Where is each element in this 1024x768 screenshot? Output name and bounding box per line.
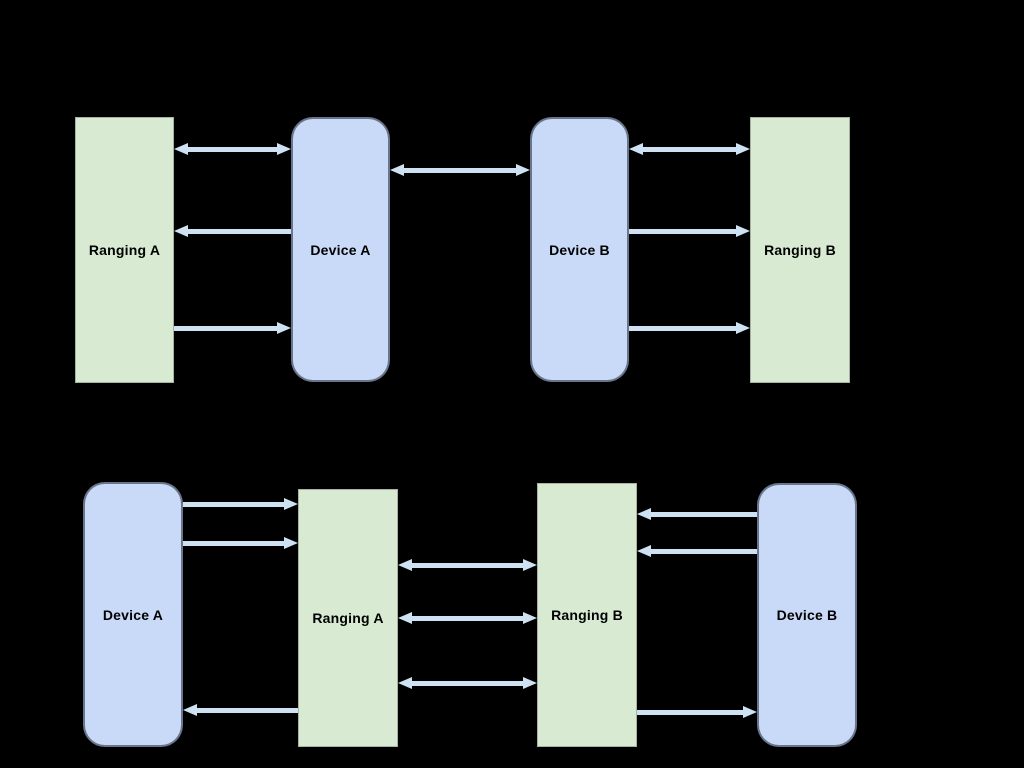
arrow-shaft [637,709,747,715]
device-a-bottom-box: Device A [83,482,183,747]
arrow-shaft [629,325,740,331]
arrow-shaft [183,540,288,546]
device-b-bottom-box: Device B [757,483,857,747]
arrowhead-left-icon [398,559,412,571]
arrowhead-left-icon [174,143,188,155]
arrowhead-right-icon [516,164,530,176]
arrowhead-right-icon [277,143,291,155]
device-b-top-box: Device B [530,117,629,382]
arrowhead-left-icon [183,704,197,716]
ranging-a-bottom-box: Ranging A [298,489,398,747]
device-a-top-label: Device A [310,241,371,258]
arrow-device-a-to-ranging-a-1 [183,497,298,511]
arrow-shaft [174,325,281,331]
arrowhead-right-icon [523,677,537,689]
arrowhead-left-icon [174,225,188,237]
arrow-device-a-to-ranging-a-2 [183,536,298,550]
arrow-device-a-device-b-bidirectional [390,163,530,177]
arrow-shaft [639,146,740,152]
device-b-bottom-label: Device B [776,607,838,623]
arrowhead-right-icon [277,322,291,334]
arrowhead-right-icon [736,322,750,334]
arrow-ranging-a-to-device-a [174,321,291,335]
arrow-ranging-b-to-device-b [637,705,757,719]
arrow-device-b-to-ranging-b-2 [637,544,757,558]
arrow-shaft [408,615,527,621]
ranging-a-top-box: Ranging A [75,117,174,383]
ranging-b-bottom-label: Ranging B [551,607,623,623]
arrowhead-left-icon [390,164,404,176]
arrowhead-left-icon [398,612,412,624]
arrowhead-left-icon [637,508,651,520]
arrow-device-b-to-ranging-b-2 [629,321,750,335]
arrow-shaft [400,167,520,173]
arrowhead-right-icon [523,559,537,571]
device-b-top-label: Device B [549,241,610,258]
ranging-b-top-label: Ranging B [764,242,836,258]
arrow-ranging-a-to-device-a [183,703,298,717]
arrow-shaft [408,562,527,568]
arrowhead-right-icon [284,498,298,510]
arrow-shaft [629,228,740,234]
arrowhead-left-icon [637,545,651,557]
arrow-shaft [647,548,757,554]
arrow-shaft [408,680,527,686]
arrowhead-right-icon [736,225,750,237]
arrowhead-right-icon [736,143,750,155]
arrow-ranging-a-device-a-bidirectional [174,142,291,156]
ranging-b-bottom-box: Ranging B [537,483,637,747]
arrow-shaft [193,707,298,713]
arrow-shaft [183,501,288,507]
arrowhead-right-icon [743,706,757,718]
arrowhead-left-icon [629,143,643,155]
arrow-device-a-to-ranging-a [174,224,291,238]
arrow-ranging-a-ranging-b-bidirectional-2 [398,611,537,625]
arrow-ranging-a-ranging-b-bidirectional-3 [398,676,537,690]
device-a-bottom-label: Device A [102,606,164,623]
arrow-device-b-ranging-b-bidirectional [629,142,750,156]
arrowhead-left-icon [398,677,412,689]
ranging-a-top-label: Ranging A [88,242,161,258]
arrow-shaft [184,146,281,152]
arrow-device-b-to-ranging-b-1 [629,224,750,238]
arrow-device-b-to-ranging-b-1 [637,507,757,521]
ranging-b-top-box: Ranging B [750,117,850,383]
arrow-shaft [647,511,757,517]
arrowhead-right-icon [284,537,298,549]
arrowhead-right-icon [523,612,537,624]
arrow-shaft [184,228,291,234]
arrow-ranging-a-ranging-b-bidirectional-1 [398,558,537,572]
ranging-a-bottom-label: Ranging A [312,610,384,626]
device-a-top-box: Device A [291,117,390,382]
